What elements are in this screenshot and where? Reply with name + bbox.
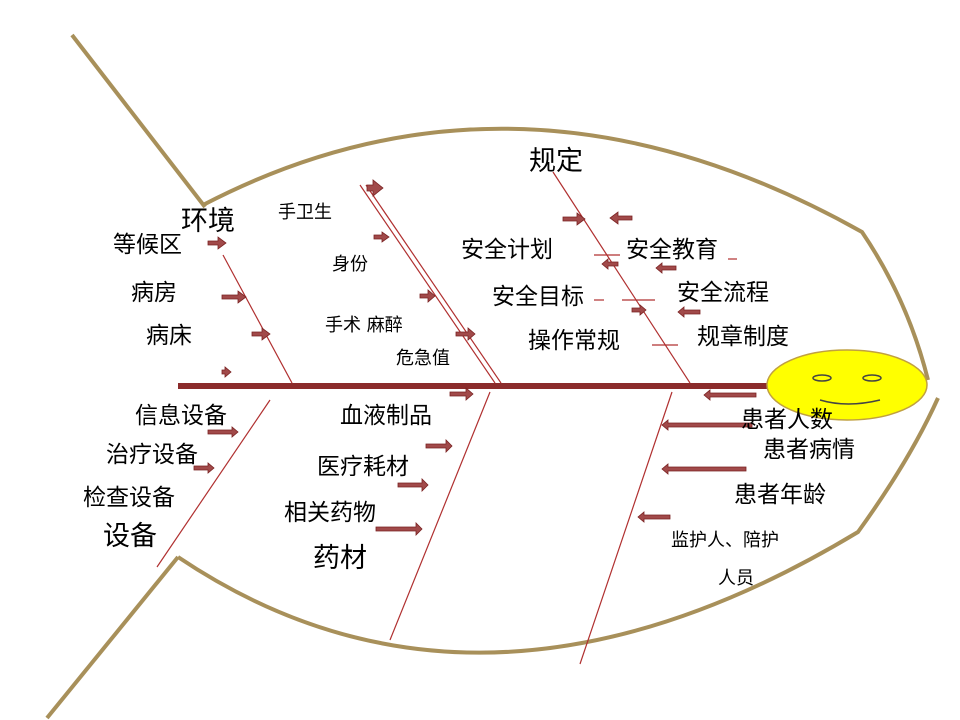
arrow-r	[221, 290, 247, 304]
regulation-item-safety-process: 安全流程	[677, 280, 769, 306]
drug-item-blood-products: 血液制品	[340, 403, 432, 429]
regulation-item-safety-goals: 安全目标	[492, 284, 584, 310]
category-regulations: 规定	[529, 146, 583, 177]
fish-body-upper	[202, 126, 930, 381]
arrows-left	[601, 211, 757, 523]
arrow-l	[609, 211, 633, 225]
arrow-r	[193, 462, 215, 474]
patient-item-condition: 患者病情	[763, 437, 855, 463]
arrow-r	[397, 478, 429, 492]
fish-tail-lower	[45, 555, 180, 720]
bone-staff-b	[365, 184, 502, 384]
staff-item-surgery-anesthesia: 手术 麻醉	[325, 315, 403, 336]
bone-equipment	[156, 399, 271, 568]
bone-environment	[222, 254, 293, 384]
category-drugs: 药材	[313, 543, 367, 574]
fish-tail-upper	[70, 33, 207, 209]
staff-item-critical-value: 危急值	[396, 348, 450, 369]
fish-body-lower	[176, 397, 940, 655]
patient-item-age: 患者年龄	[734, 482, 826, 508]
environment-item-bed: 病床	[146, 323, 192, 349]
environment-item-waiting-area: 等候区	[113, 232, 182, 258]
drug-item-medical-consumables: 医疗耗材	[317, 454, 409, 480]
arrow-l	[703, 389, 757, 401]
drug-item-related-drugs: 相关药物	[284, 500, 376, 526]
staff-item-identity: 身份	[332, 254, 368, 275]
arrows-right	[193, 179, 647, 536]
fish-eye-left	[812, 374, 832, 382]
arrow-l	[655, 262, 677, 274]
patient-item-count: 患者人数	[741, 407, 833, 433]
fish-spine	[178, 383, 776, 389]
arrow-r	[373, 231, 390, 243]
arrow-r	[419, 289, 436, 303]
regulation-item-safety-plan: 安全计划	[461, 237, 553, 263]
arrow-r	[449, 387, 474, 401]
patient-item-guardian: 监护人、陪护	[671, 530, 779, 551]
fish-mouth	[819, 399, 881, 405]
arrow-l	[661, 463, 747, 475]
equipment-item-examination: 检查设备	[83, 485, 175, 511]
staff-item-hand-hygiene: 手卫生	[278, 202, 332, 223]
environment-item-ward: 病房	[131, 280, 177, 306]
arrow-r	[207, 426, 239, 438]
category-environment: 环境	[181, 206, 235, 237]
fish-head	[766, 349, 928, 421]
arrow-r	[366, 179, 384, 197]
arrow-r	[207, 236, 227, 250]
arrow-r	[562, 212, 586, 226]
arrow-l	[661, 419, 753, 431]
category-equipment: 设备	[103, 521, 157, 552]
bone-regulations	[552, 171, 691, 384]
arrow-l	[677, 306, 701, 318]
arrow-r	[631, 304, 647, 316]
arrow-r	[375, 522, 423, 536]
equipment-item-information: 信息设备	[135, 403, 227, 429]
regulation-item-rules-system: 规章制度	[697, 324, 789, 350]
patient-item-staff: 人员	[718, 568, 754, 589]
arrow-r	[221, 366, 232, 378]
arrow-r	[455, 327, 476, 341]
bone-staff-a	[359, 184, 496, 384]
arrow-r	[251, 327, 271, 341]
regulation-item-safety-education: 安全教育	[626, 237, 718, 263]
arrow-l	[637, 511, 671, 523]
regulation-item-operating-rules: 操作常规	[528, 328, 620, 354]
bone-drugs	[389, 391, 491, 641]
arrow-l	[601, 258, 619, 270]
fish-eye-right	[862, 374, 882, 382]
arrow-r	[425, 439, 453, 453]
bone-patients	[579, 391, 673, 665]
equipment-item-treatment: 治疗设备	[106, 442, 198, 468]
